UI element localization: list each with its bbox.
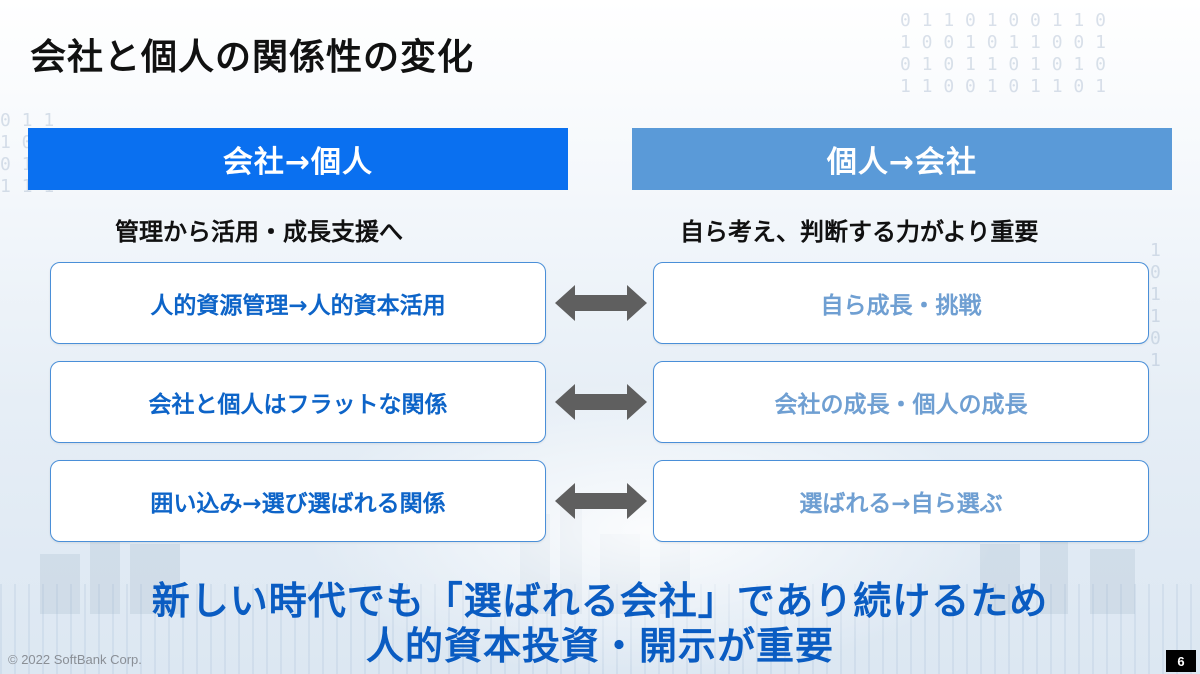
page-number: 6 xyxy=(1166,650,1196,672)
right-item-box: 会社の成長・個人の成長 xyxy=(653,361,1149,443)
copyright-notice: © 2022 SoftBank Corp. xyxy=(8,652,142,667)
left-column-subtitle: 管理から活用・成長支援へ xyxy=(115,218,403,246)
double-arrow-icon xyxy=(555,384,647,420)
conclusion-line-2: 人的資本投資・開示が重要 xyxy=(365,624,834,668)
slide-title: 会社と個人の関係性の変化 xyxy=(30,37,475,78)
right-item-box: 選ばれる→自ら選ぶ xyxy=(653,460,1149,542)
left-item-box: 囲い込み→選び選ばれる関係 xyxy=(50,460,546,542)
left-item-box: 人的資源管理→人的資本活用 xyxy=(50,262,546,344)
double-arrow-icon xyxy=(555,483,647,519)
left-column-header: 会社→個人 xyxy=(28,128,568,190)
left-item-box: 会社と個人はフラットな関係 xyxy=(50,361,546,443)
right-column-subtitle: 自ら考え、判断する力がより重要 xyxy=(680,218,1039,246)
right-column-header: 個人→会社 xyxy=(632,128,1172,190)
right-item-box: 自ら成長・挑戦 xyxy=(653,262,1149,344)
double-arrow-icon xyxy=(555,285,647,321)
conclusion-line-1: 新しい時代でも「選ばれる会社」であり続けるため xyxy=(151,579,1049,623)
